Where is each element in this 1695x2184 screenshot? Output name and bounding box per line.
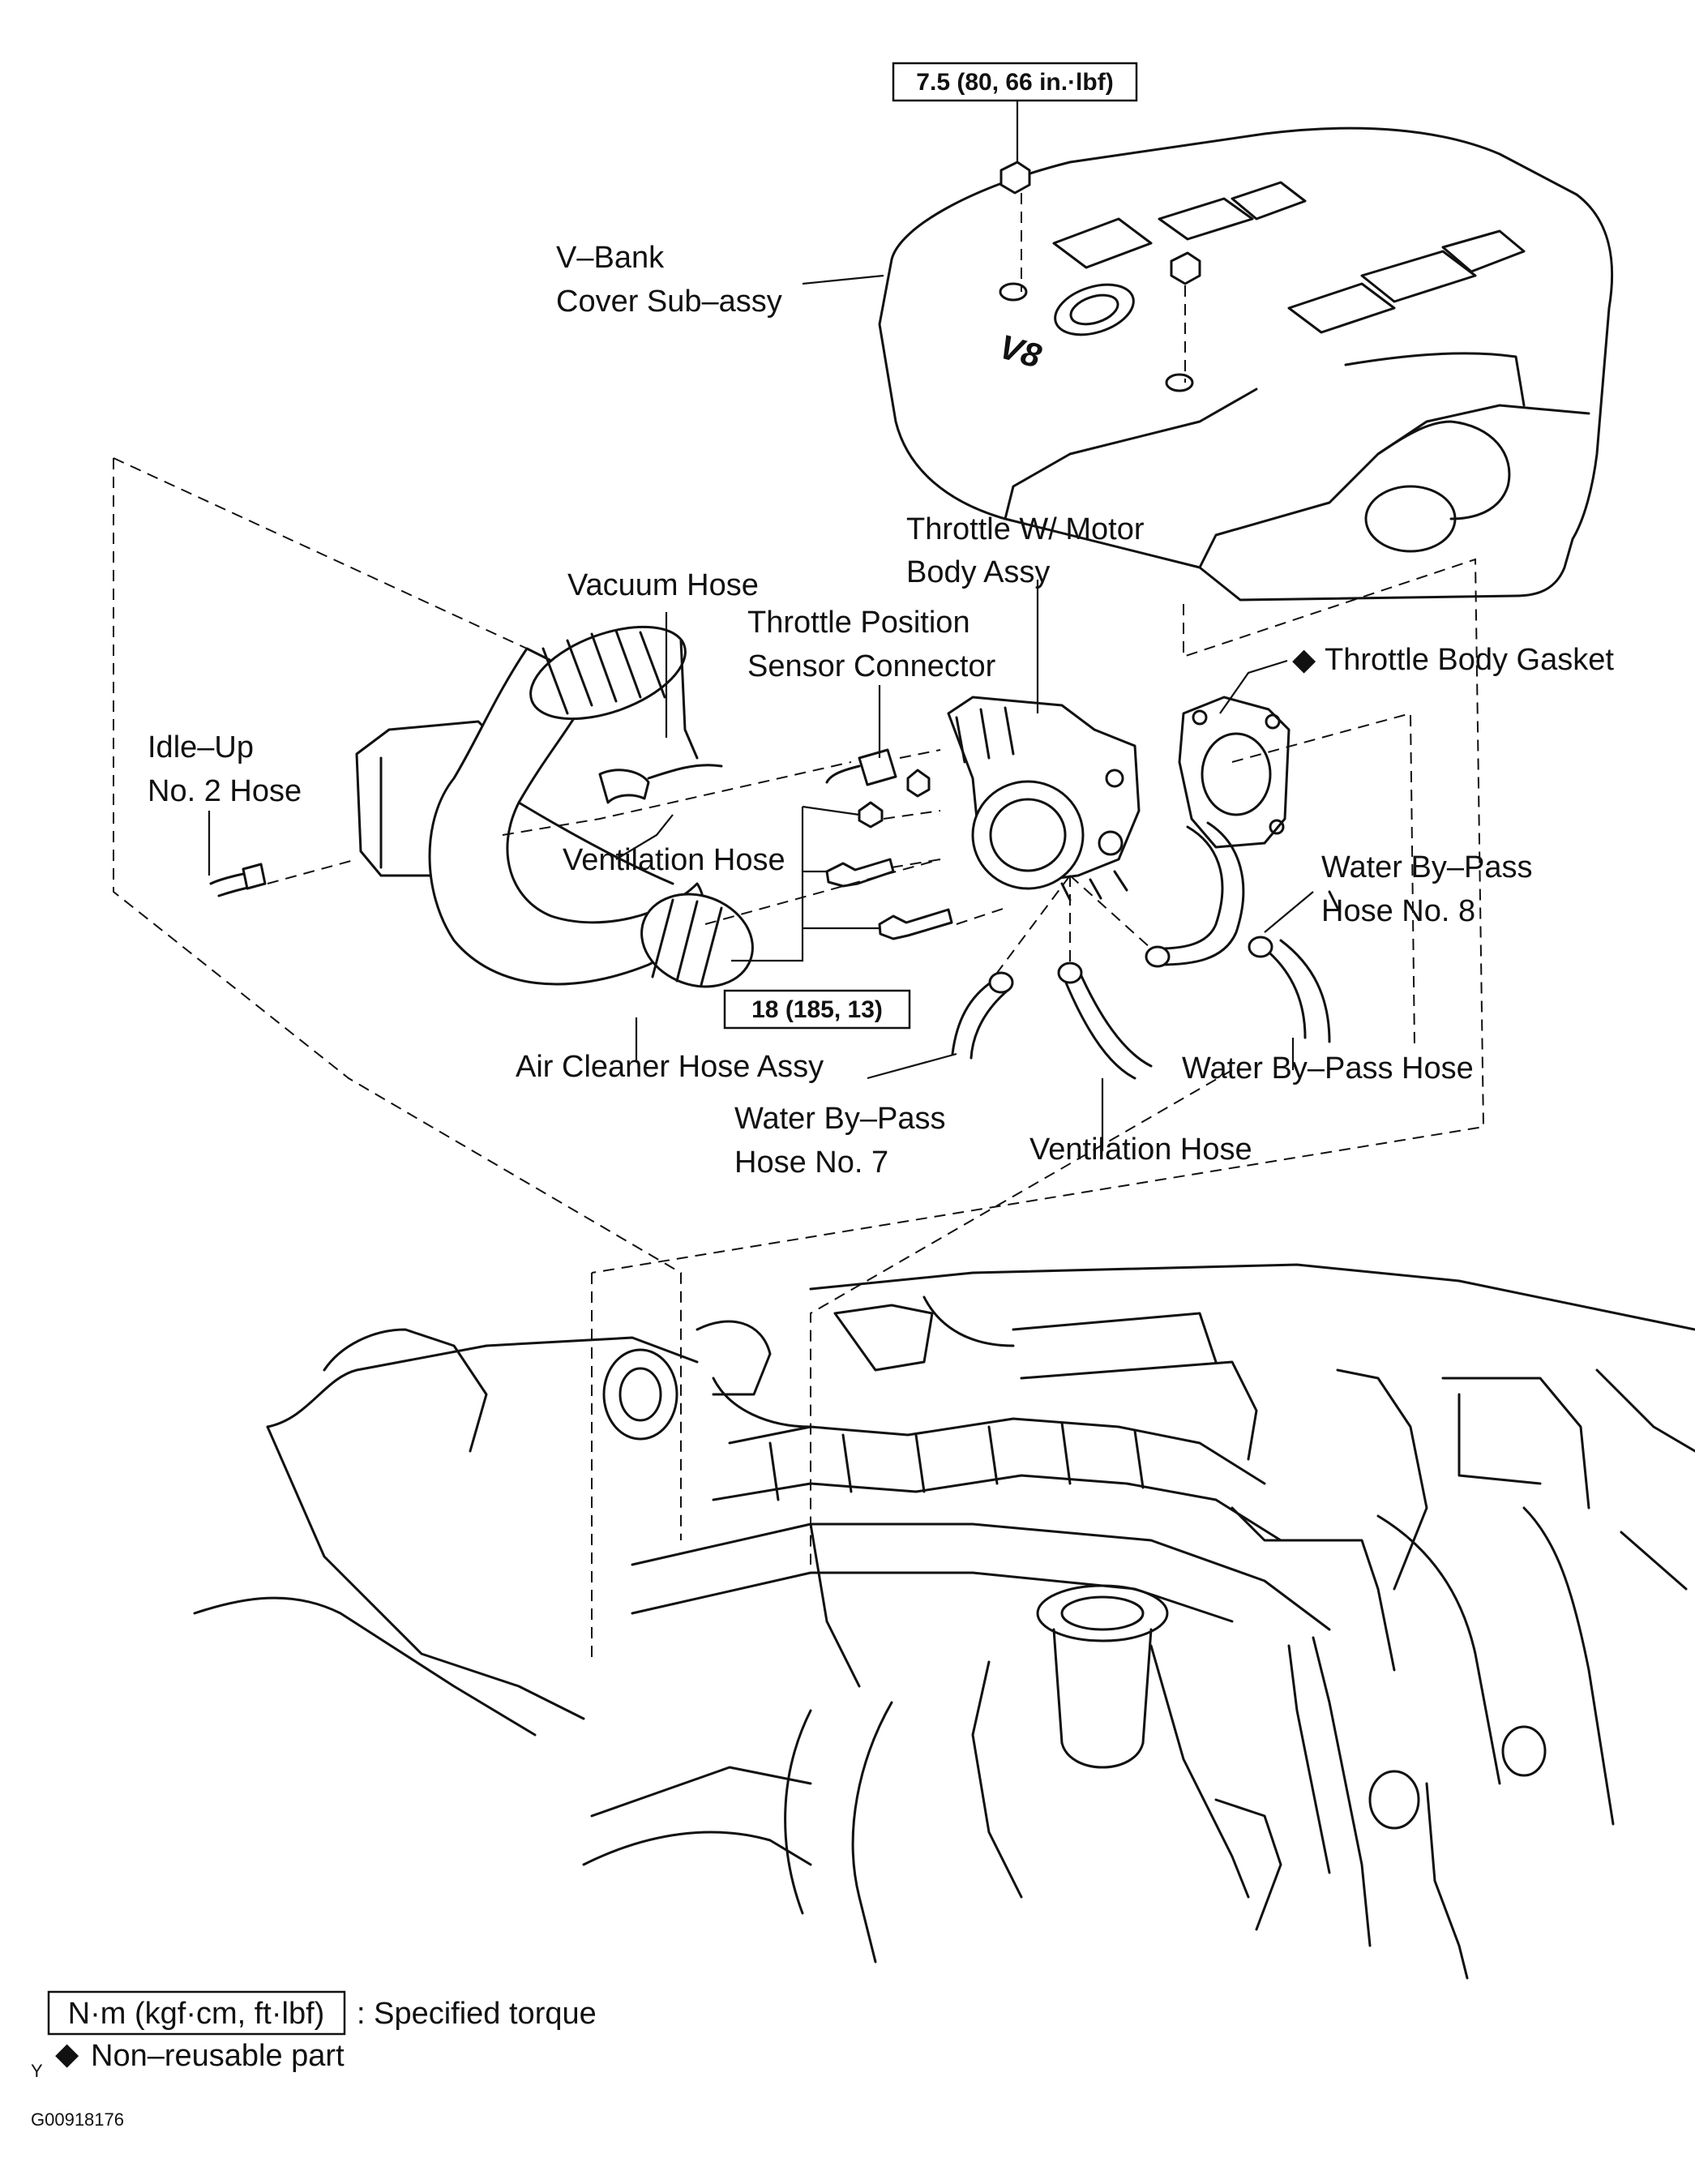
labels: 7.5 (80, 66 in.·lbf) V–Bank Cover Sub–as… — [148, 62, 1614, 1180]
label-throttle-motor-line2: Body Assy — [906, 555, 1050, 589]
upper-hoses-drawing — [209, 639, 699, 897]
torque-label-mid: 18 (185, 13) — [751, 996, 883, 1023]
figure-id: G00918176 — [31, 2109, 124, 2130]
legend-torque-unit: N·m (kgf·cm, ft·lbf) — [68, 1997, 325, 2031]
torque-box-mid-frame — [723, 989, 911, 1030]
assembly-dashed-lines — [113, 193, 1485, 1662]
label-throttle-motor-line1: Throttle W/ Motor — [906, 512, 1145, 546]
torque-label-top: 7.5 (80, 66 in.·lbf) — [916, 69, 1113, 96]
air-cleaner-hose-drawing — [355, 625, 754, 988]
label-water-bypass-8-line2: Hose No. 8 — [1321, 894, 1475, 928]
label-ventilation-hose-lower: Ventilation Hose — [1029, 1133, 1252, 1167]
label-tps-line2: Sensor Connector — [747, 649, 996, 683]
throttle-bolts-drawing — [825, 801, 953, 940]
engine-bay-drawing — [193, 890, 1695, 1980]
tps-connector-drawing — [825, 748, 897, 786]
label-idle-up-line1: Idle–Up — [148, 730, 254, 764]
label-water-bypass-7-line1: Water By–Pass — [734, 1102, 945, 1136]
label-water-bypass-7-line2: Hose No. 7 — [734, 1146, 888, 1180]
label-v-bank-line1: V–Bank — [556, 241, 665, 275]
legend-torque-desc: : Specified torque — [357, 1997, 597, 2031]
label-ventilation-hose-upper: Ventilation Hose — [563, 843, 785, 877]
water-bypass-hoses-drawing — [951, 821, 1331, 1080]
label-idle-up-line2: No. 2 Hose — [148, 774, 302, 808]
legend-nonreusable-desc: Non–reusable part — [91, 2039, 345, 2073]
legend-y-mark: Y — [31, 2061, 43, 2081]
legend: N·m (kgf·cm, ft·lbf) : Specified torque … — [31, 1990, 597, 2130]
torque-box-top-frame — [892, 62, 1138, 102]
leader-lines — [208, 93, 1314, 1151]
label-tps-line1: Throttle Position — [747, 606, 970, 640]
v-bank-cover-drawing: V8 — [878, 126, 1614, 602]
throttle-body-gasket-drawing — [1178, 696, 1291, 849]
label-v-bank-line2: Cover Sub–assy — [556, 285, 782, 319]
diamond-gasket-marker: ◆ — [1292, 643, 1316, 677]
label-water-bypass-hose: Water By–Pass Hose — [1182, 1051, 1474, 1086]
label-throttle-body-gasket: Throttle Body Gasket — [1325, 643, 1614, 677]
label-air-cleaner-hose: Air Cleaner Hose Assy — [516, 1050, 824, 1084]
label-vacuum-hose: Vacuum Hose — [567, 568, 759, 602]
legend-diamond: ◆ — [55, 2037, 79, 2071]
legend-torque-box-frame — [47, 1990, 346, 2036]
label-water-bypass-8-line1: Water By–Pass — [1321, 850, 1532, 884]
throttle-body-drawing — [906, 696, 1141, 901]
